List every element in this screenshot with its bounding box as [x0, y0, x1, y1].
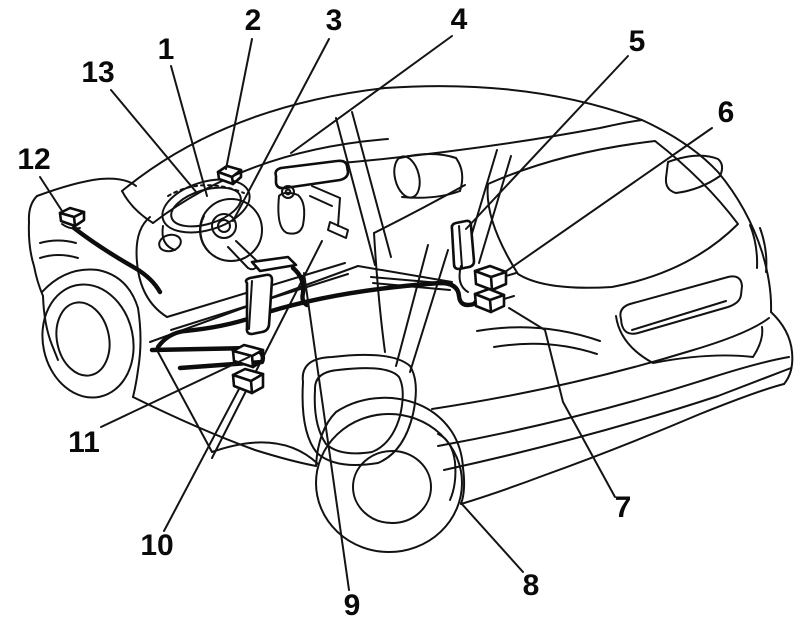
vehicle-outline	[27, 85, 794, 505]
callout-label-1: 1	[158, 33, 175, 66]
front-seat	[301, 244, 449, 466]
leader-line-1	[170, 65, 208, 197]
callout-label-13: 13	[81, 56, 114, 89]
airbag-ecu	[244, 255, 298, 336]
leader-line-10	[163, 388, 240, 532]
rear-connector-upper	[473, 264, 517, 292]
leader-line-8	[460, 502, 524, 573]
quarter-glass	[486, 140, 768, 289]
callout-label-10: 10	[140, 529, 173, 562]
callout-label-6: 6	[718, 96, 735, 129]
callout-label-2: 2	[245, 4, 262, 37]
passenger-airbag-module	[274, 159, 350, 239]
seat-headrest	[393, 153, 464, 199]
leader-line-7	[508, 307, 616, 498]
leader-line-13	[110, 89, 198, 194]
leader-lines	[39, 35, 713, 591]
leader-line-2	[225, 38, 253, 170]
leader-line-9	[303, 272, 350, 591]
callout-label-8: 8	[523, 569, 540, 602]
callout-label-7: 7	[615, 491, 632, 524]
rear-bumper	[431, 317, 792, 471]
callout-label-5: 5	[629, 25, 646, 58]
callout-label-4: 4	[451, 3, 468, 36]
rear-seat-lines	[476, 326, 601, 355]
rear-connector-lower	[473, 287, 515, 314]
door-aperture	[135, 216, 349, 331]
tailgate-garnish	[615, 275, 764, 364]
callout-label-9: 9	[344, 589, 361, 620]
leader-line-12	[39, 176, 65, 215]
floor-connector-lower	[231, 367, 265, 395]
floor-connector-upper	[231, 343, 265, 369]
front-wheel	[41, 283, 135, 399]
leader-line-4	[290, 35, 453, 154]
callout-label-12: 12	[17, 143, 50, 176]
leader-line-3	[232, 38, 330, 222]
leader-line-5	[465, 55, 629, 230]
dash-top-sensor	[216, 164, 243, 186]
callout-label-11: 11	[68, 426, 100, 459]
rear-wheel	[315, 413, 463, 553]
leader-line-6	[504, 127, 713, 273]
steering-wheel	[199, 198, 263, 271]
front-airbag-sensor	[58, 206, 86, 230]
callout-label-3: 3	[326, 4, 343, 37]
seatbelt-pretensioner	[450, 219, 476, 293]
leader-line-11	[100, 356, 250, 428]
